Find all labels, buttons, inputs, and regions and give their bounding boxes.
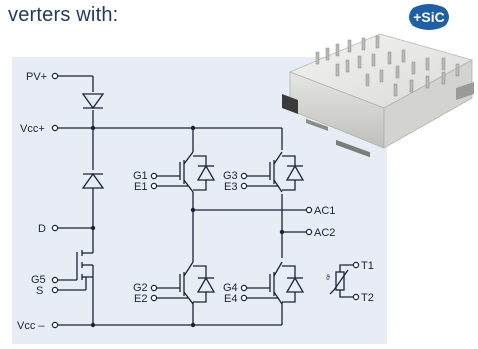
pin-label-e1: E1 (134, 181, 147, 193)
badge-label: +SiC (413, 9, 445, 25)
pin-label-e3: E3 (224, 181, 237, 193)
pin-label-ac1: AC1 (314, 205, 335, 217)
pin-label-g2: G2 (133, 282, 148, 294)
pin-label-ac2: AC2 (314, 227, 335, 239)
pin-label-d: D (38, 223, 46, 235)
pin-label-e2: E2 (134, 293, 147, 305)
pin-label-g4: G4 (223, 282, 238, 294)
pin-label-g3: G3 (223, 170, 238, 182)
svg-text:ϑ: ϑ (326, 275, 330, 282)
pin-label-t1: T1 (361, 260, 374, 272)
power-module-photo (282, 33, 474, 158)
pin-label-g5: G5 (31, 274, 46, 286)
page-heading: verters with: (8, 4, 119, 26)
pin-label-e4: E4 (224, 293, 237, 305)
pin-label-pv-plus: PV+ (26, 71, 47, 83)
pin-label-vcc-plus: Vcc+ (20, 123, 45, 135)
pin-label-s: S (36, 285, 43, 297)
pin-label-g1: G1 (133, 170, 148, 182)
sic-badge-icon: +SiC (409, 4, 449, 30)
pin-label-t2: T2 (361, 292, 374, 304)
ntc-thermistor-icon (329, 264, 354, 298)
pin-label-vcc-minus: Vcc – (17, 320, 45, 332)
